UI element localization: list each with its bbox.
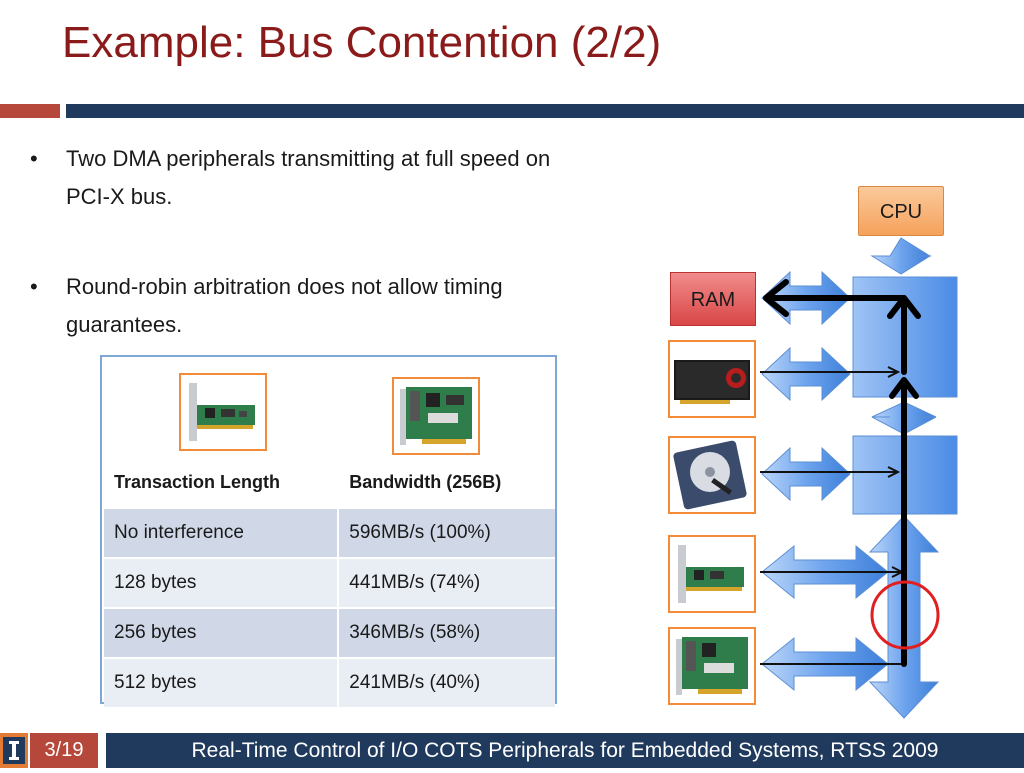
column-header: Bandwidth (256B) — [337, 457, 555, 508]
bus-diagram — [760, 237, 958, 719]
table-cell: 128 bytes — [104, 557, 339, 608]
io-card-image — [668, 627, 756, 705]
university-logo-icon — [0, 733, 28, 768]
bullet-item: • Round-robin arbitration does not allow… — [30, 268, 600, 344]
bullet-item: • Two DMA peripherals transmitting at fu… — [30, 140, 600, 216]
ram-box: RAM — [670, 272, 756, 326]
network-card-image — [668, 535, 756, 613]
io-card-image — [392, 377, 480, 455]
table-cell: 256 bytes — [104, 607, 339, 658]
bandwidth-table-panel: Transaction Length Bandwidth (256B) No i… — [100, 355, 557, 707]
table-row: 256 bytes 346MB/s (58%) — [104, 607, 555, 658]
table-cell: 512 bytes — [104, 657, 339, 707]
bandwidth-table: Transaction Length Bandwidth (256B) No i… — [104, 457, 555, 707]
title-rule-accent — [0, 104, 60, 118]
table-row: 512 bytes 241MB/s (40%) — [104, 657, 555, 707]
bullet-text: Two DMA peripherals transmitting at full… — [66, 146, 551, 209]
table-cell: 441MB/s (74%) — [337, 557, 555, 608]
bullet-icon: • — [30, 274, 38, 299]
table-cell: 346MB/s (58%) — [337, 607, 555, 658]
dma-transfer-path — [763, 279, 921, 667]
bullet-list: • Two DMA peripherals transmitting at fu… — [30, 140, 600, 344]
column-header: Transaction Length — [114, 471, 281, 492]
bullet-text: Round-robin arbitration does not allow t… — [66, 274, 503, 337]
table-cell: No interference — [104, 507, 339, 558]
gpu-link-arrow — [761, 346, 851, 402]
network-card-image — [179, 373, 267, 451]
table-cell: 241MB/s (40%) — [337, 657, 555, 707]
contention-marker — [870, 580, 940, 650]
disk-link-arrow — [761, 446, 851, 502]
graphics-card-image — [668, 340, 756, 418]
title-rule — [66, 104, 1024, 118]
footer-caption: Real-Time Control of I/O COTS Peripheral… — [106, 733, 1024, 768]
cpu-box: CPU — [858, 186, 944, 236]
bullet-icon: • — [30, 146, 38, 171]
table-row: 128 bytes 441MB/s (74%) — [104, 557, 555, 608]
hard-drive-image — [668, 436, 756, 514]
slide-title: Example: Bus Contention (2/2) — [62, 18, 662, 67]
table-row: No interference 596MB/s (100%) — [104, 507, 555, 558]
table-cell: 596MB/s (100%) — [337, 507, 555, 558]
cpu-link-arrow — [870, 237, 932, 275]
page-number: 3/19 — [30, 733, 98, 768]
